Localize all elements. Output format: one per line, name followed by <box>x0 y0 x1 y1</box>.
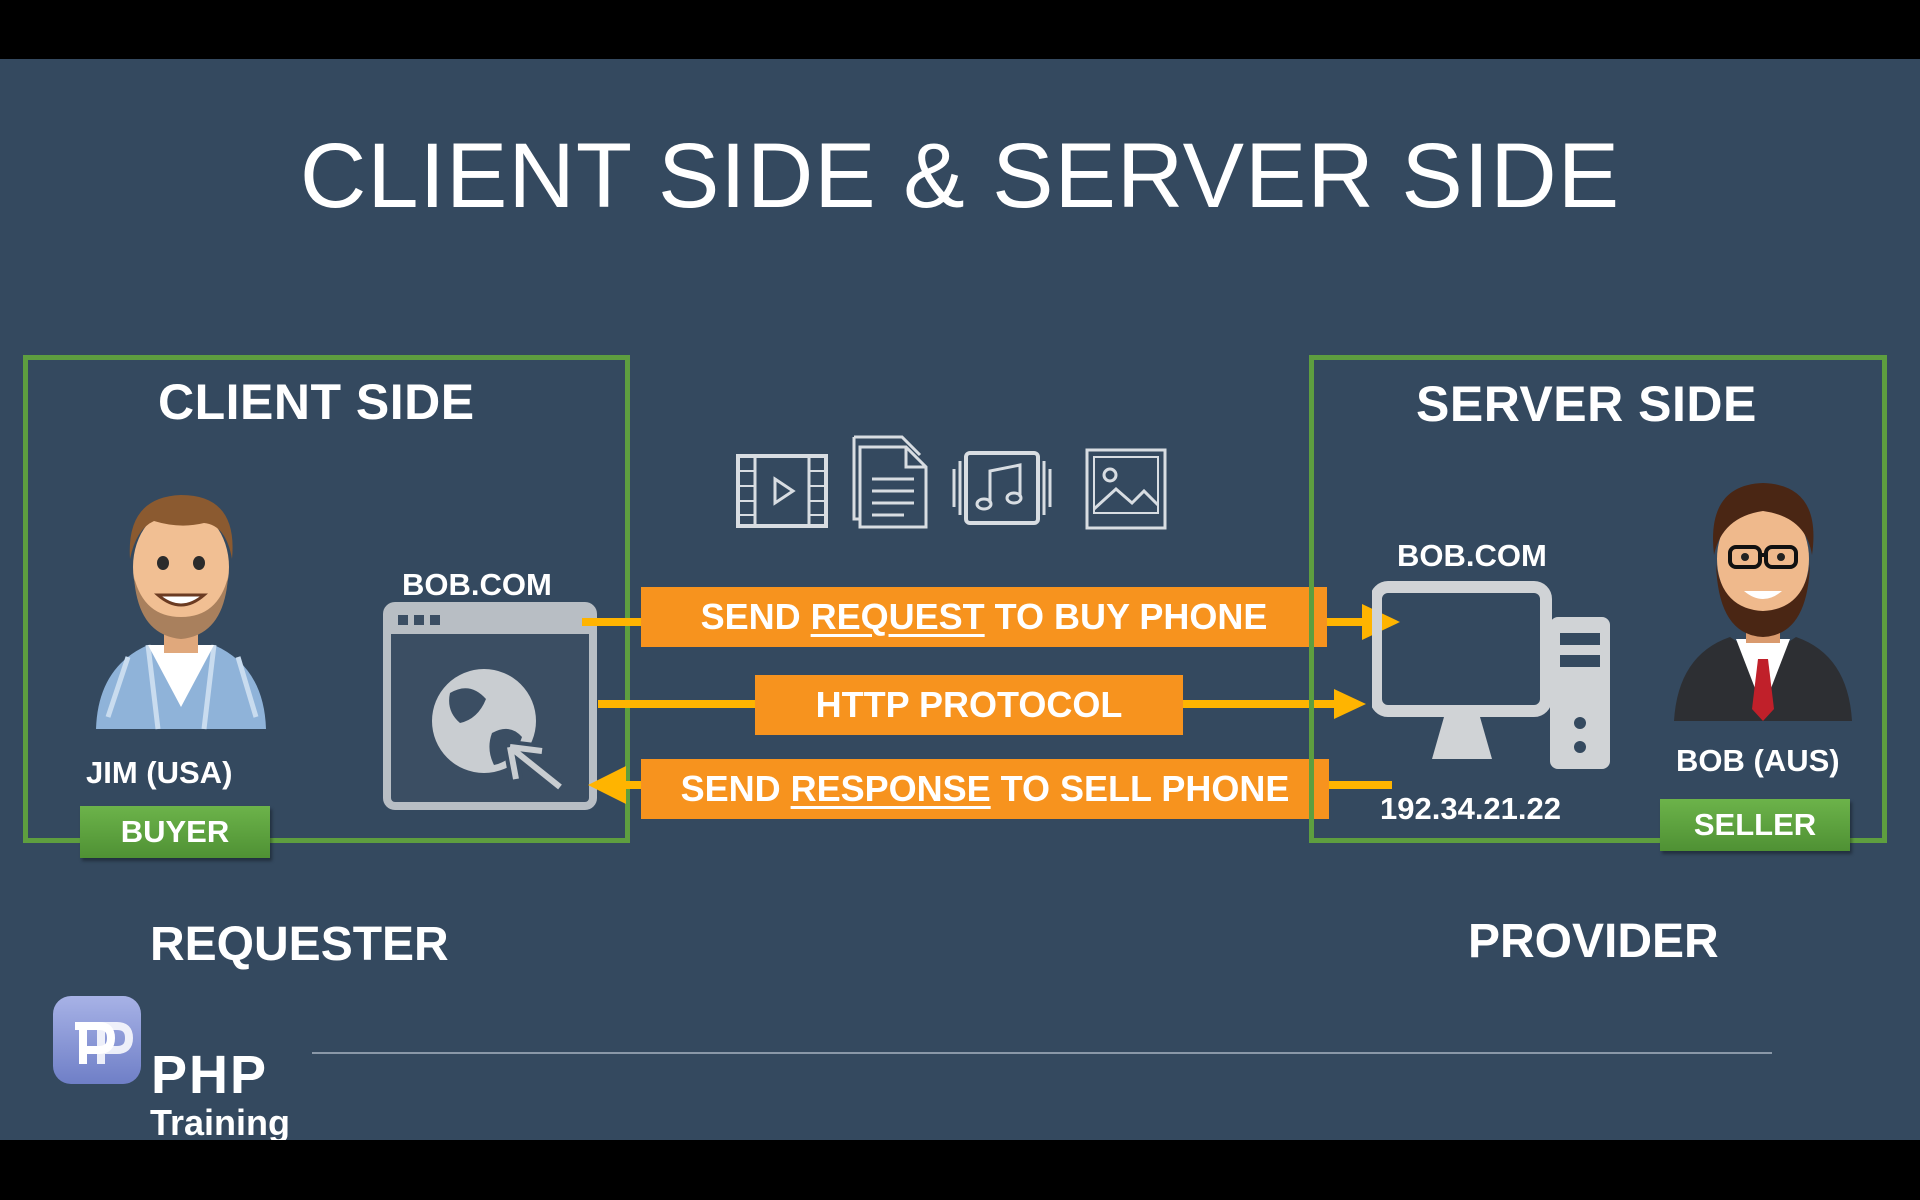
response-flow-bar: SEND RESPONSE TO SELL PHONE <box>641 759 1329 819</box>
logo-name: PHP <box>151 1045 269 1105</box>
slide-title: CLIENT SIDE & SERVER SIDE <box>299 125 1621 227</box>
slide: CLIENT SIDE & SERVER SIDE CLIENT SIDE JI… <box>0 59 1920 1140</box>
request-flow-prefix: SEND <box>700 596 811 637</box>
footer-divider <box>312 1052 1772 1054</box>
server-computer-icon <box>1372 581 1610 769</box>
image-icon <box>1085 448 1167 530</box>
requester-label: REQUESTER <box>150 918 449 971</box>
buyer-badge: BUYER <box>80 806 270 858</box>
request-flow-suffix: TO BUY PHONE <box>984 596 1268 637</box>
request-flow-keyword: REQUEST <box>810 596 985 637</box>
protocol-flow-bar: HTTP PROTOCOL <box>755 675 1183 735</box>
browser-globe-icon <box>383 602 597 810</box>
response-flow-prefix: SEND <box>680 768 791 809</box>
server-url-label: BOB.COM <box>1397 538 1547 573</box>
document-icon <box>852 435 928 529</box>
server-side-heading: SERVER SIDE <box>1416 376 1757 432</box>
client-side-panel <box>23 355 630 843</box>
client-side-heading: CLIENT SIDE <box>158 374 475 430</box>
response-flow-keyword: RESPONSE <box>790 768 991 809</box>
response-flow-suffix: TO SELL PHONE <box>990 768 1290 809</box>
video-icon <box>736 454 828 528</box>
php-training-logo-icon <box>53 996 141 1084</box>
server-side-panel <box>1309 355 1887 843</box>
buyer-name: JIM (USA) <box>86 755 233 790</box>
seller-badge: SELLER <box>1660 799 1850 851</box>
provider-label: PROVIDER <box>1468 915 1719 968</box>
seller-name: BOB (AUS) <box>1676 743 1840 778</box>
buyer-avatar-icon <box>96 495 266 730</box>
seller-avatar-icon <box>1674 483 1852 721</box>
browser-url-label: BOB.COM <box>402 567 552 602</box>
request-flow-bar: SEND REQUEST TO BUY PHONE <box>641 587 1327 647</box>
music-icon <box>952 451 1052 525</box>
server-ip-address: 192.34.21.22 <box>1380 791 1562 826</box>
logo-subtitle: Training <box>150 1102 291 1140</box>
